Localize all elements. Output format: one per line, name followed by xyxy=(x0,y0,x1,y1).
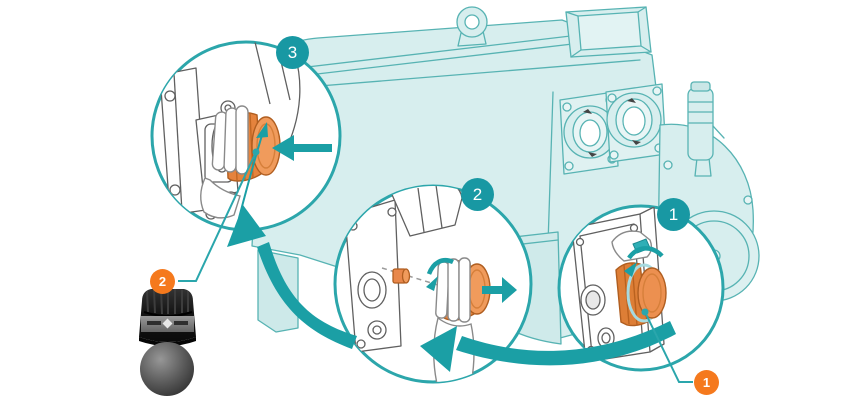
part-badge-1: 1 xyxy=(694,370,719,395)
detail-view-step-2 xyxy=(333,184,533,384)
hand-illustration-2 xyxy=(433,257,475,382)
rotate-arrow-icon-1 xyxy=(624,246,664,277)
gas-ballast-valve xyxy=(687,81,725,177)
lineart-pump-corner-2 xyxy=(344,186,463,353)
sweep-arrow-step2-to-3 xyxy=(227,205,357,349)
motor-housing xyxy=(565,6,652,58)
oil-plug-knob-1 xyxy=(615,262,667,327)
flange-port-left xyxy=(559,91,619,175)
sweep-arrow-step1-to-2 xyxy=(420,321,676,372)
part-1-number: 1 xyxy=(702,375,711,390)
step-2-number: 2 xyxy=(472,185,483,204)
leader-line-part-2 xyxy=(178,148,260,282)
step-badge-3: 3 xyxy=(276,36,309,69)
part-badge-2: 2 xyxy=(150,269,175,294)
part-2-number: 2 xyxy=(158,274,167,289)
detail-view-step-1 xyxy=(557,204,725,372)
pull-arrow-icon xyxy=(482,277,517,303)
step-badge-1: 1 xyxy=(657,198,690,231)
filter-insert-plug xyxy=(392,268,411,284)
push-arrow-icon xyxy=(272,135,332,161)
filter-ball-photo xyxy=(140,342,194,396)
detail-view-step-3 xyxy=(150,40,342,232)
lifting-eye-icon xyxy=(456,6,488,47)
cap-logo-icon xyxy=(147,318,188,329)
step-1-number: 1 xyxy=(668,205,679,224)
screw-direction-arrow-icon xyxy=(238,122,268,219)
step-3-number: 3 xyxy=(287,43,298,62)
rotate-arrow-icon-2 xyxy=(426,257,454,291)
filter-cap-photo xyxy=(139,288,196,346)
flange-port-right xyxy=(605,83,667,163)
leader-line-part-1 xyxy=(641,308,693,383)
step-badge-2: 2 xyxy=(461,178,494,211)
